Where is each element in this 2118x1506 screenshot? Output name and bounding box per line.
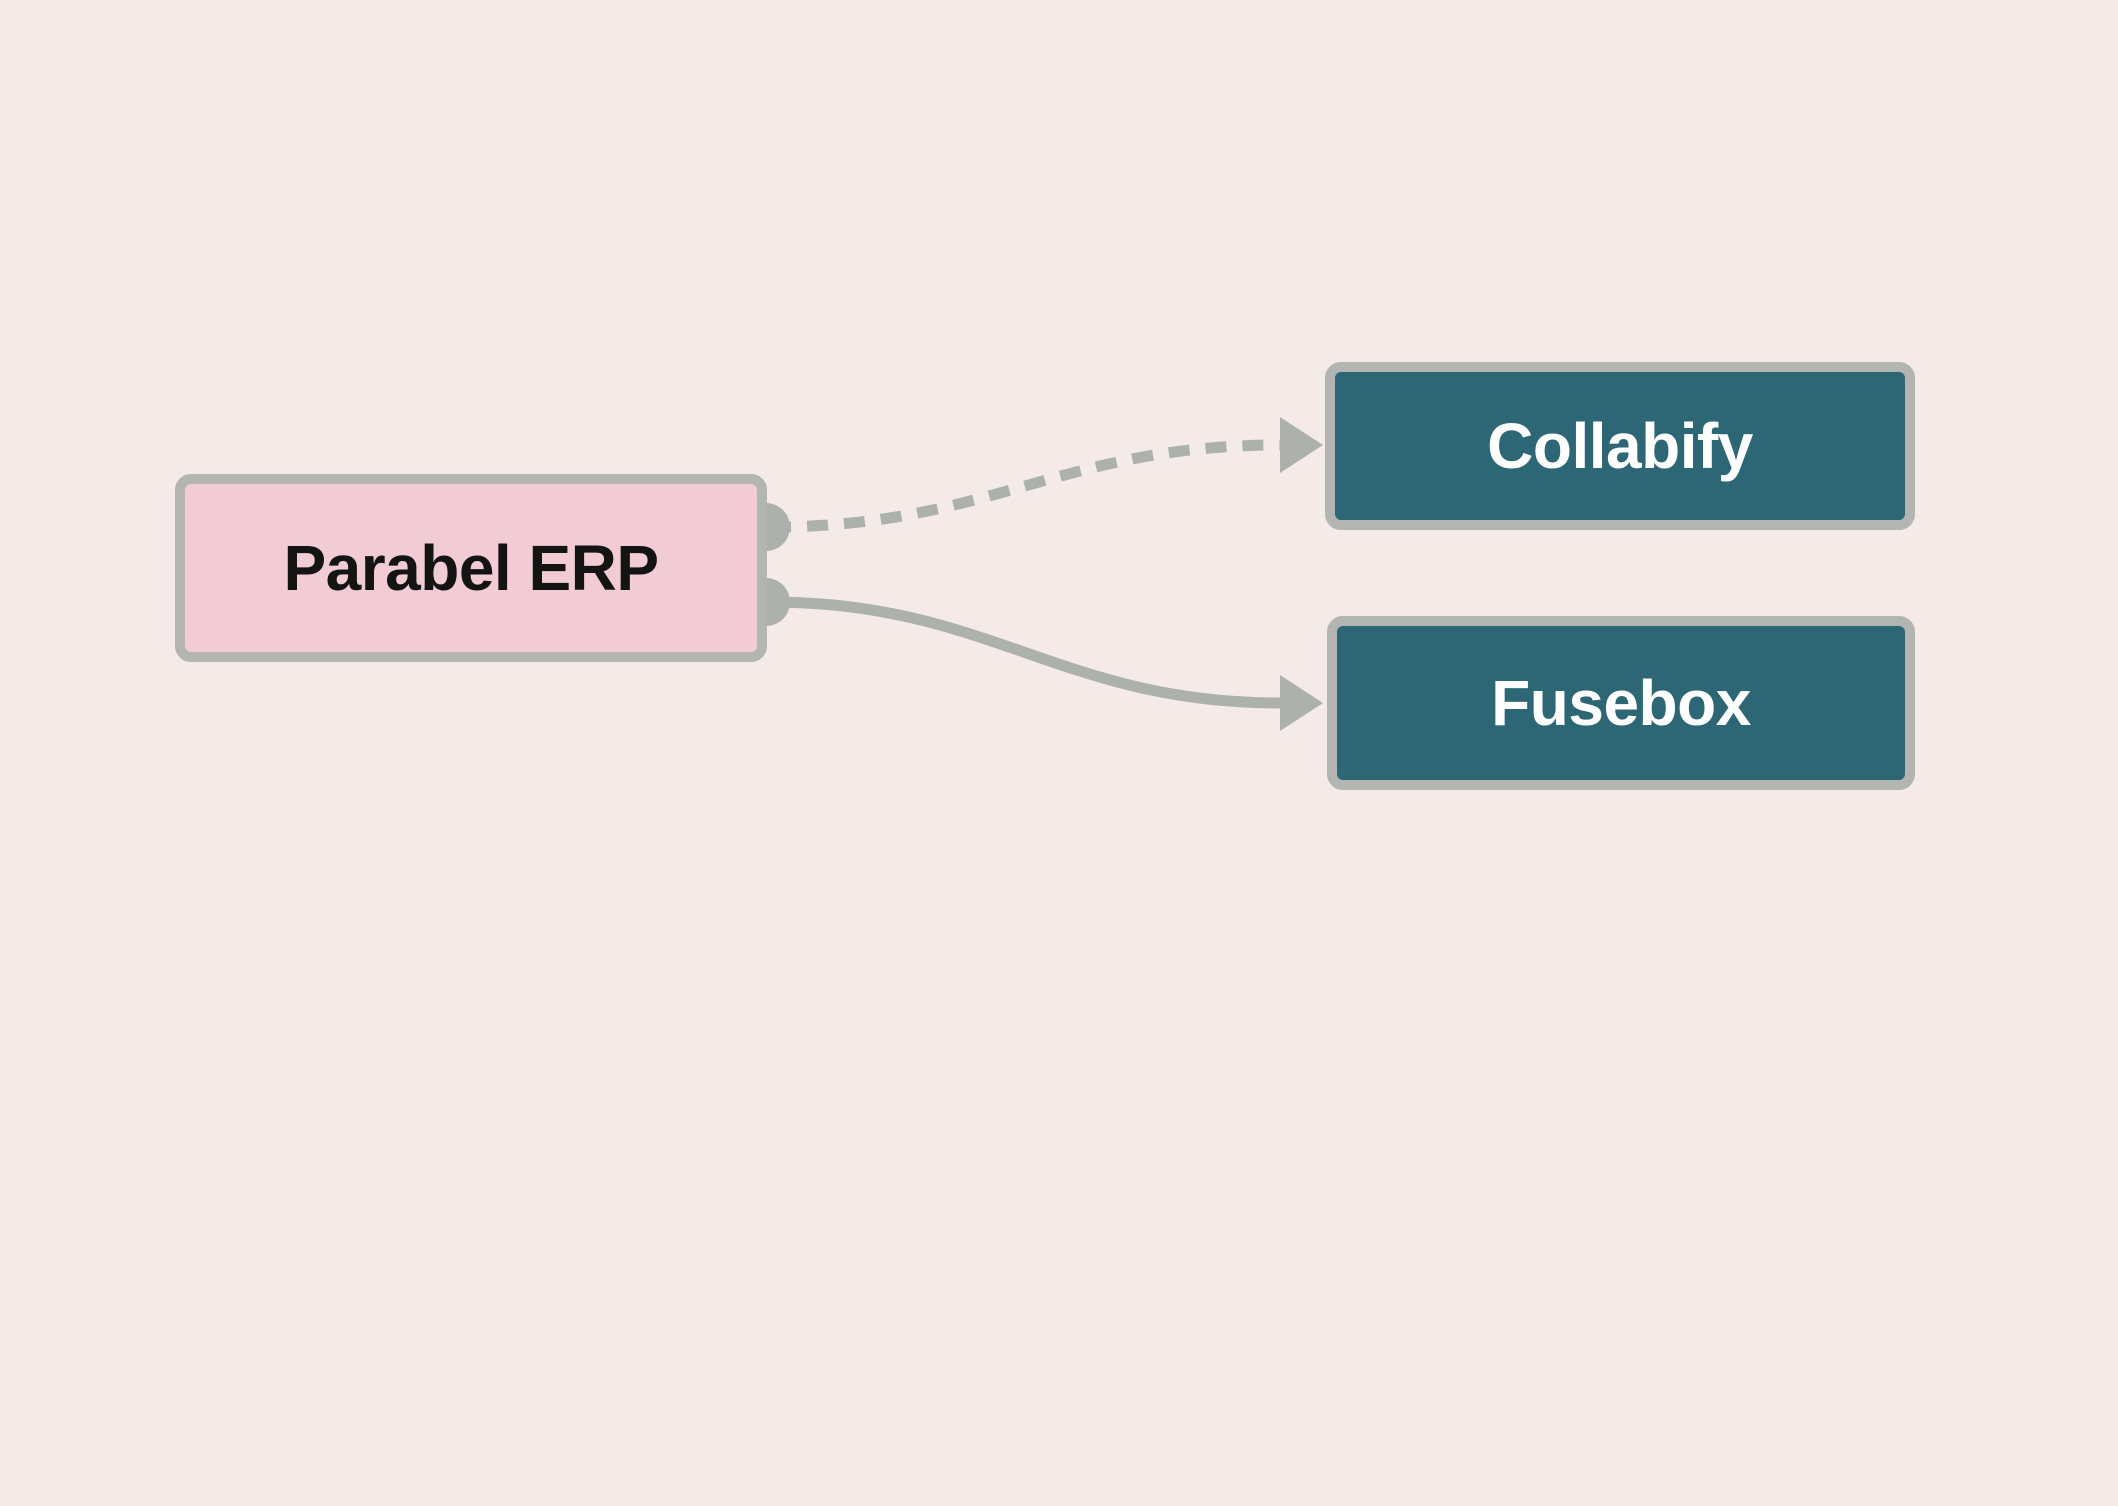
- edge-parabel-to-fusebox[interactable]: [769, 596, 1281, 709]
- arrowhead-collabify-icon: [1280, 417, 1323, 473]
- node-fusebox-label: Fusebox: [1491, 667, 1751, 739]
- node-collabify[interactable]: Collabify: [1325, 362, 1915, 530]
- node-parabel-erp-label: Parabel ERP: [283, 532, 659, 604]
- node-parabel-erp[interactable]: Parabel ERP: [175, 474, 767, 662]
- node-collabify-label: Collabify: [1487, 410, 1753, 482]
- edge-parabel-to-collabify[interactable]: [769, 439, 1281, 533]
- node-fusebox[interactable]: Fusebox: [1327, 616, 1915, 790]
- arrowhead-fusebox-icon: [1280, 675, 1323, 731]
